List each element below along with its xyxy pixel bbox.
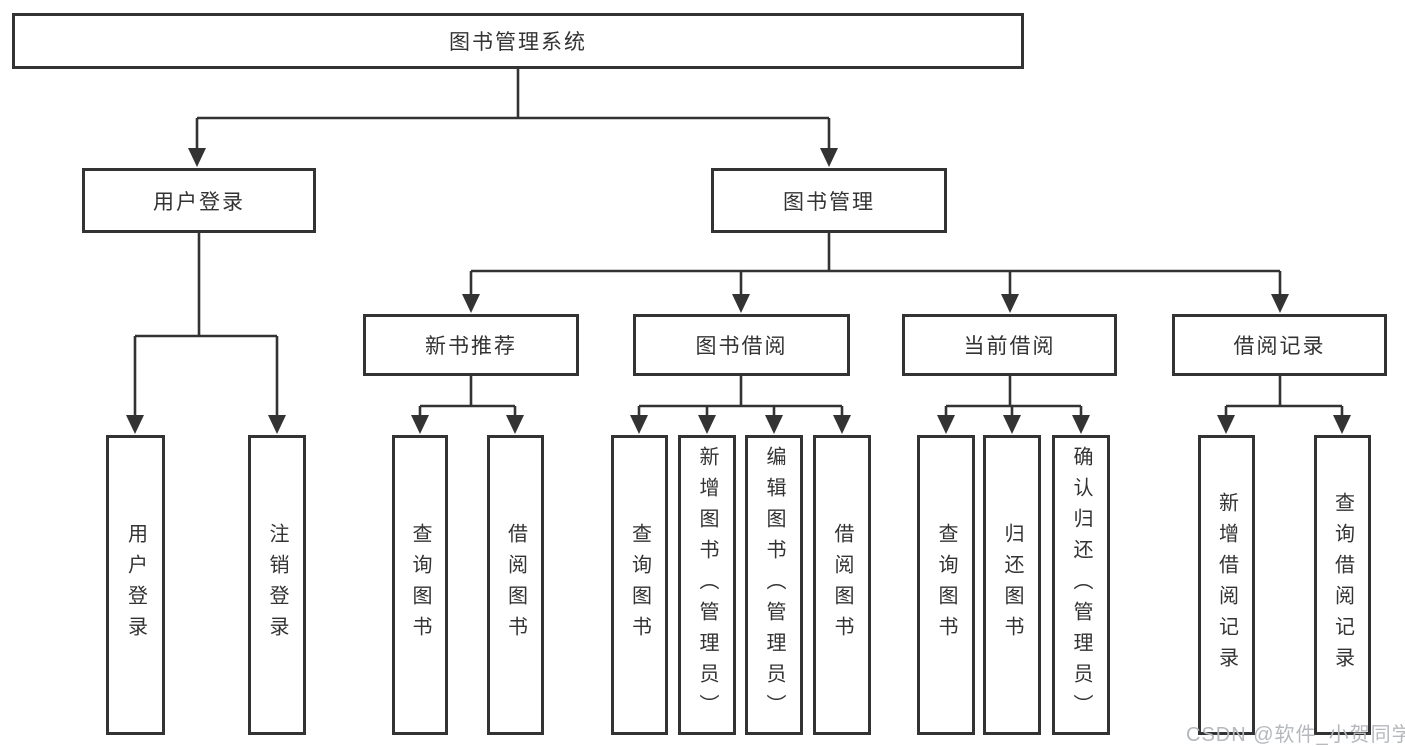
leaf-query-books-current: 查询图书 [917, 435, 975, 735]
csdn-watermark: CSDN @软件_小贺同学 [1186, 724, 1405, 746]
node-book-borrowing: 图书借阅 [633, 314, 850, 376]
node-user-login: 用户登录 [82, 168, 316, 233]
leaf-borrow-books: 借阅图书 [813, 435, 871, 735]
node-library-management-system: 图书管理系统 [12, 13, 1024, 69]
leaf-borrow-books-recommend: 借阅图书 [487, 435, 544, 735]
node-borrowing-records: 借阅记录 [1172, 314, 1387, 376]
leaf-confirm-return-admin: 确认归还（管理员） [1052, 435, 1110, 735]
node-new-book-recommendation: 新书推荐 [363, 314, 579, 376]
leaf-logout: 注销登录 [248, 435, 306, 735]
leaf-user-login: 用户登录 [106, 435, 165, 735]
leaf-add-borrow-record: 新增借阅记录 [1198, 435, 1255, 735]
leaf-return-books: 归还图书 [983, 435, 1041, 735]
node-current-borrowing: 当前借阅 [902, 314, 1117, 376]
leaf-add-books-admin: 新增图书（管理员） [678, 435, 736, 735]
leaf-edit-books-admin: 编辑图书（管理员） [745, 435, 803, 735]
leaf-query-books-recommend: 查询图书 [392, 435, 448, 735]
node-book-management: 图书管理 [711, 168, 947, 233]
leaf-query-books-borrow: 查询图书 [611, 435, 668, 735]
leaf-query-borrow-record: 查询借阅记录 [1314, 435, 1371, 735]
